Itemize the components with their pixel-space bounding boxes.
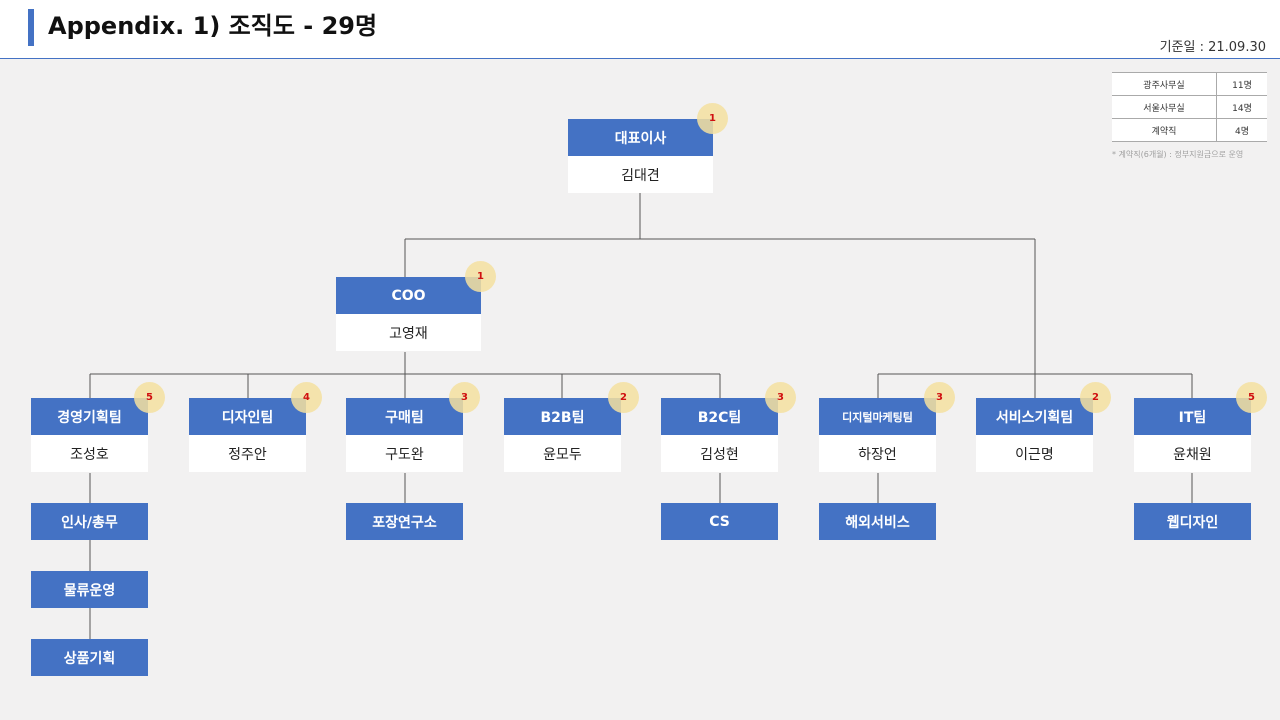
team-node-it: IT팀 윤채원: [1134, 398, 1251, 472]
team-lead-name: 구도완: [346, 435, 463, 472]
team-headcount-badge: 5: [1236, 382, 1267, 413]
team-lead-name: 하장언: [819, 435, 936, 472]
team-lead-name: 윤모두: [504, 435, 621, 472]
team-title: B2C팀: [661, 398, 778, 435]
office-label: 계약직: [1112, 118, 1217, 142]
sub-unit-packaging-lab: 포장연구소: [346, 503, 463, 540]
office-label: 광주사무실: [1112, 72, 1217, 96]
sub-unit-hr-admin: 인사/총무: [31, 503, 148, 540]
team-headcount-badge: 2: [1080, 382, 1111, 413]
team-node-b2b: B2B팀 윤모두: [504, 398, 621, 472]
team-title: 디자인팀: [189, 398, 306, 435]
team-node-design: 디자인팀 정주안: [189, 398, 306, 472]
team-node-mgmt-planning: 경영기획팀 조성호: [31, 398, 148, 472]
ceo-title: 대표이사: [568, 119, 713, 156]
sub-unit-overseas-service: 해외서비스: [819, 503, 936, 540]
page-title: Appendix. 1) 조직도 - 29명: [48, 12, 378, 40]
team-lead-name: 이근명: [976, 435, 1093, 472]
header: Appendix. 1) 조직도 - 29명 기준일 : 21.09.30: [0, 0, 1280, 59]
ceo-name: 김대견: [568, 156, 713, 193]
office-count: 11명: [1216, 72, 1267, 96]
coo-headcount-badge: 1: [465, 261, 496, 292]
team-title: 구매팀: [346, 398, 463, 435]
office-count: 4명: [1216, 118, 1267, 142]
team-node-service-planning: 서비스기획팀 이근명: [976, 398, 1093, 472]
team-node-b2c: B2C팀 김성현: [661, 398, 778, 472]
team-headcount-badge: 2: [608, 382, 639, 413]
sub-unit-logistics: 물류운영: [31, 571, 148, 608]
ceo-headcount-badge: 1: [697, 103, 728, 134]
office-count: 14명: [1216, 95, 1267, 119]
table-row: 광주사무실 11명: [1112, 72, 1267, 96]
ceo-node: 대표이사 김대견: [568, 119, 713, 193]
team-headcount-badge: 3: [924, 382, 955, 413]
sub-unit-cs: CS: [661, 503, 778, 540]
coo-title: COO: [336, 277, 481, 314]
coo-node: COO 고영재: [336, 277, 481, 351]
coo-name: 고영재: [336, 314, 481, 351]
team-headcount-badge: 3: [449, 382, 480, 413]
team-lead-name: 정주안: [189, 435, 306, 472]
team-lead-name: 김성현: [661, 435, 778, 472]
team-title: B2B팀: [504, 398, 621, 435]
team-headcount-badge: 3: [765, 382, 796, 413]
team-headcount-badge: 5: [134, 382, 165, 413]
team-node-digital-marketing: 디지털마케팅팀 하장언: [819, 398, 936, 472]
team-title: 디지털마케팅팀: [819, 398, 936, 435]
team-title: 경영기획팀: [31, 398, 148, 435]
sub-unit-web-design: 웹디자인: [1134, 503, 1251, 540]
team-title: IT팀: [1134, 398, 1251, 435]
team-headcount-badge: 4: [291, 382, 322, 413]
contract-note: * 계약직(6개월) : 정부지원금으로 운영: [1112, 150, 1244, 159]
team-title: 서비스기획팀: [976, 398, 1093, 435]
team-lead-name: 조성호: [31, 435, 148, 472]
sub-unit-product-planning: 상품기획: [31, 639, 148, 676]
title-accent-bar: [28, 9, 34, 46]
table-row: 계약직 4명: [1112, 118, 1267, 142]
base-date: 기준일 : 21.09.30: [1159, 40, 1266, 55]
team-lead-name: 윤채원: [1134, 435, 1251, 472]
team-node-purchasing: 구매팀 구도완: [346, 398, 463, 472]
headcount-table: 광주사무실 11명 서울사무실 14명 계약직 4명: [1112, 72, 1267, 142]
